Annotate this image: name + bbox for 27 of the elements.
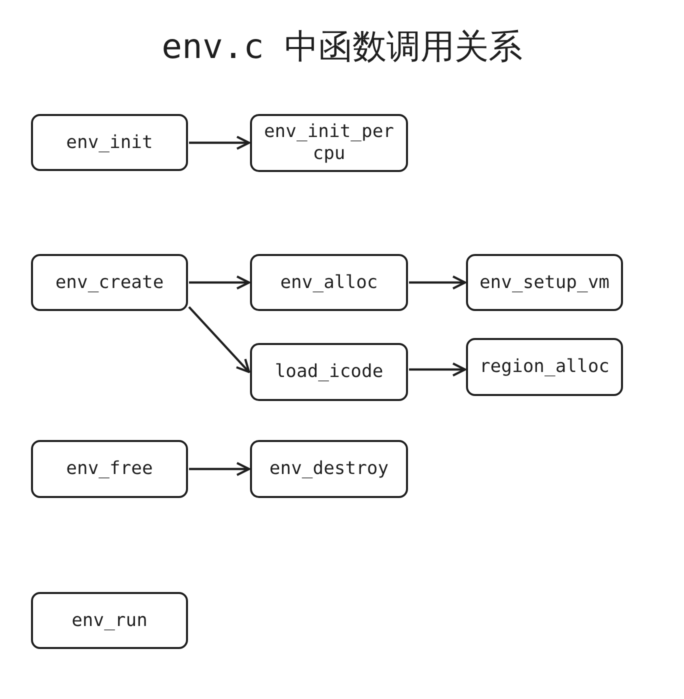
function-box xyxy=(31,114,188,171)
arrow xyxy=(189,136,250,150)
arrow xyxy=(189,275,250,290)
arrow xyxy=(409,275,466,290)
function-name: env_create xyxy=(55,272,164,294)
function-box xyxy=(250,440,408,498)
function-name: env_destroy xyxy=(269,458,389,480)
function-box xyxy=(31,254,188,311)
function-name: env_init_percpu xyxy=(262,121,396,165)
function-name: env_free xyxy=(66,458,153,480)
function-box xyxy=(31,440,188,498)
function-name: env_init xyxy=(66,132,153,154)
arrow xyxy=(188,306,250,374)
function-box xyxy=(466,338,623,396)
function-box xyxy=(250,343,408,401)
arrow xyxy=(409,362,466,377)
function-name: env_run xyxy=(72,610,148,632)
function-box xyxy=(31,592,188,649)
function-name: env_alloc xyxy=(280,272,378,294)
function-name: region_alloc xyxy=(479,356,610,378)
function-name: env_setup_vm xyxy=(479,272,610,294)
function-box xyxy=(250,114,408,172)
arrow xyxy=(189,462,250,476)
function-box xyxy=(466,254,623,311)
function-name: load_icode xyxy=(274,361,384,383)
title: env.c 中函数调用关系 xyxy=(160,26,524,69)
function-box xyxy=(250,254,408,311)
